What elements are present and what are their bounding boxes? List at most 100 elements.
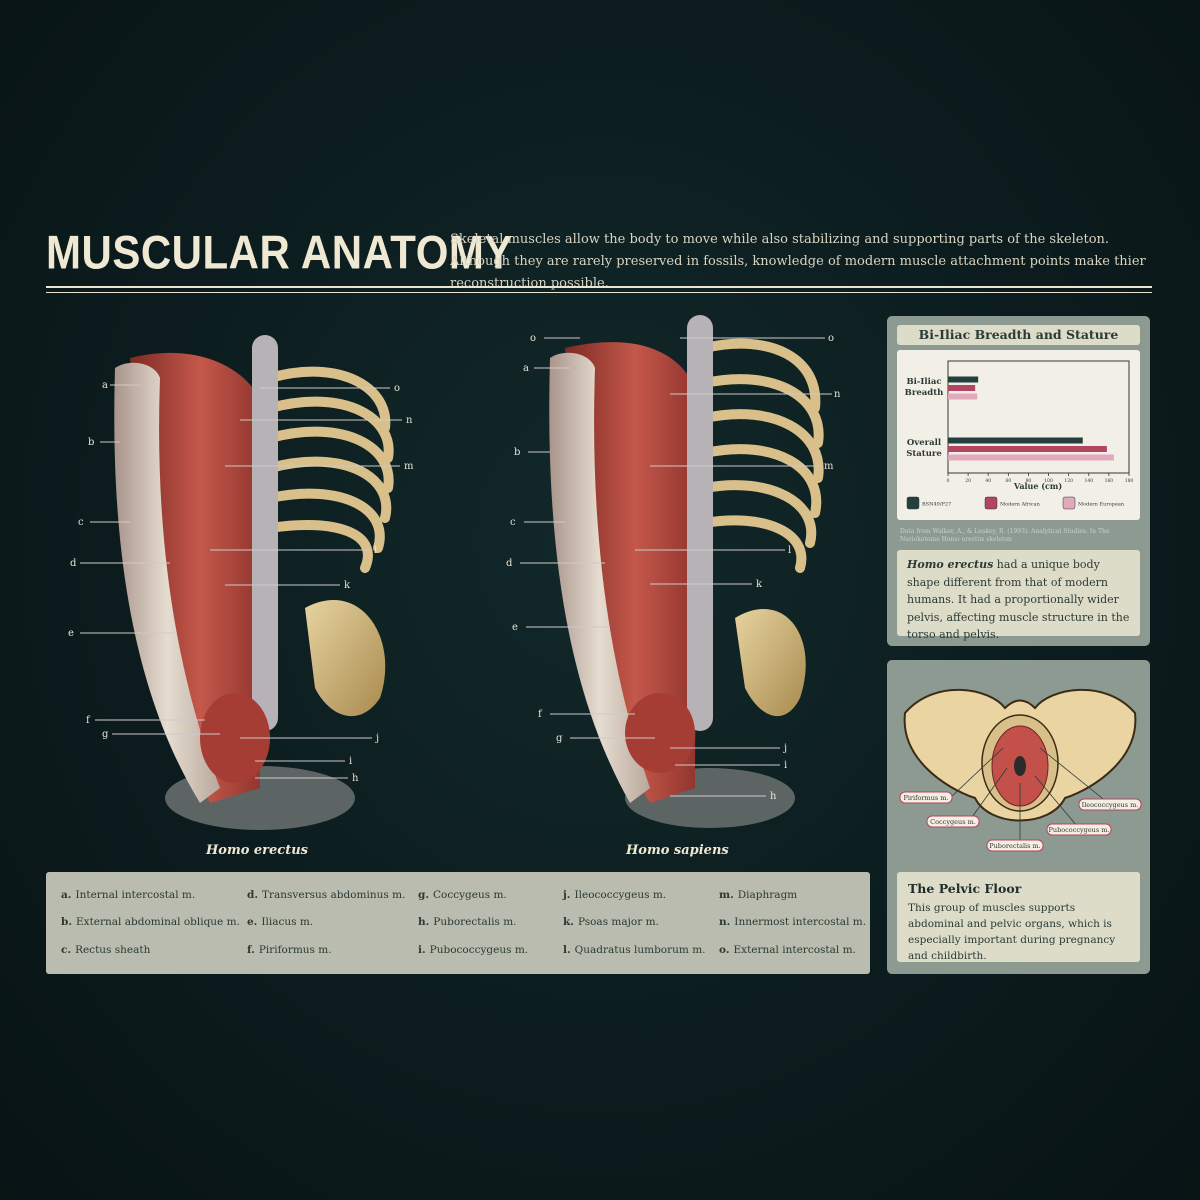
label-letter: k	[756, 579, 763, 590]
chart-title: Bi-Iliac Breadth and Stature	[897, 325, 1140, 345]
pelvic-label: Piriformus m.	[903, 794, 948, 802]
label-letter: b	[514, 447, 520, 458]
category-label: Overall	[907, 438, 942, 448]
erectus-note: Homo erectus had a unique body shape dif…	[897, 550, 1140, 641]
bar	[948, 437, 1083, 444]
label-letter: b	[88, 437, 94, 448]
legend-item-k: k.Psoas major m.	[563, 916, 659, 928]
pelvic-floor-illustration: Piriformus m. Coccygeus m. Puborectalis …	[895, 668, 1145, 867]
label-letter: a	[102, 380, 108, 391]
label-letter: o	[530, 333, 536, 344]
category-label: Stature	[906, 449, 942, 459]
legend-item-e: e.Iliacus m.	[247, 916, 314, 928]
homo-erectus-label: Homo erectus	[206, 843, 308, 858]
legend-item-j: j.Ileococcygeus m.	[563, 889, 667, 901]
iliac-bone	[305, 600, 386, 717]
pelvic-floor-title: The Pelvic Floor	[908, 881, 1022, 896]
legend-item-a: a.Internal intercostal m.	[61, 889, 196, 901]
header-rule-top	[46, 286, 1152, 288]
legend-item-o: o.External intercostal m.	[719, 944, 856, 956]
iliac-bone	[735, 609, 806, 717]
x-tick-label: 80	[1026, 478, 1032, 484]
bar	[948, 393, 978, 400]
pelvic-label: Puborectalis m.	[989, 842, 1041, 850]
label-letter: i	[784, 760, 787, 771]
legend-swatch	[1062, 496, 1076, 510]
label-letter: f	[538, 709, 543, 720]
label-letter: n	[834, 389, 841, 400]
label-letter: k	[344, 580, 351, 591]
label-letter: o	[828, 333, 834, 344]
bar	[948, 376, 979, 383]
rectus-sheath	[114, 362, 220, 803]
label-letter: g	[102, 729, 109, 740]
pelvic-floor-text-box: The Pelvic Floor This group of muscles s…	[897, 872, 1140, 962]
pelvic-label: Pubococcygeus m.	[1049, 826, 1110, 834]
label-letter: c	[78, 517, 84, 528]
legend-label: BSN49/P27	[922, 502, 951, 508]
bar	[948, 446, 1107, 452]
homo-sapiens-illustration: o a b c d e f g o n m l k j i h	[506, 315, 850, 838]
label-letter: l	[788, 545, 791, 556]
label-letter: h	[352, 773, 359, 784]
x-tick-label: 40	[985, 478, 991, 484]
legend-item-l: l.Quadratus lumborum m.	[563, 944, 706, 956]
label-letter: o	[394, 383, 400, 394]
x-tick-label: 0	[947, 478, 950, 484]
label-letters: o a b c d e f g o n m l k j i h	[506, 333, 841, 802]
homo-erectus-illustration: a b c d e f g o n m l k j i h	[60, 318, 420, 838]
legend-label: Modern African	[1000, 502, 1041, 508]
bar	[948, 454, 1114, 461]
category-label: Breadth	[905, 388, 944, 398]
label-leaders	[80, 384, 402, 779]
label-letter: f	[86, 715, 91, 726]
x-tick-label: 100	[1044, 478, 1053, 484]
legend-swatch	[906, 496, 920, 510]
chart-source: Data from Walker, A., & Leakey, R. (1993…	[900, 528, 1110, 543]
header-rule-bottom	[46, 292, 1152, 293]
pelvic-labels: Piriformus m. Coccygeus m. Puborectalis …	[899, 791, 1142, 852]
label-letter: l	[374, 545, 377, 556]
legend-item-c: c.Rectus sheath	[61, 944, 151, 956]
label-letter: j	[375, 733, 379, 744]
pelvic-floor-muscle	[200, 693, 270, 783]
abdominal-muscle	[130, 352, 271, 803]
label-letter: d	[70, 558, 77, 569]
label-letter: c	[510, 517, 516, 528]
legend-item-d: d.Transversus abdominus m.	[247, 889, 406, 901]
x-tick-label: 120	[1064, 478, 1073, 484]
pelvic-label: Ileococcygeus m.	[1082, 801, 1139, 809]
rib-cage	[265, 366, 394, 573]
legend-item-h: h.Puborectalis m.	[418, 916, 517, 928]
pelvic-floor-muscle	[625, 693, 695, 773]
erectus-note-emph: Homo erectus	[907, 558, 994, 571]
abdominal-muscle	[565, 342, 706, 803]
muscle-legend: a.Internal intercostal m. b.External abd…	[46, 872, 870, 974]
legend-item-i: i.Pubococcygeus m.	[418, 944, 529, 956]
bar	[948, 385, 976, 391]
label-letter: m	[404, 461, 414, 472]
label-letter: h	[770, 791, 777, 802]
legend-item-f: f.Piriformus m.	[247, 944, 332, 956]
plot-frame	[947, 360, 1130, 474]
legend-item-b: b.External abdominal oblique m.	[61, 916, 240, 928]
label-letter: n	[406, 415, 413, 426]
legend-item-n: n.Innermost intercostal m.	[719, 916, 867, 928]
pelvic-leaders	[949, 747, 1108, 840]
label-letter: m	[824, 461, 834, 472]
label-letter: e	[512, 622, 518, 633]
x-axis-label: Value (cm)	[1013, 481, 1063, 491]
pelvic-opening	[1014, 756, 1026, 776]
erectus-note-text: had a unique body shape different from t…	[907, 558, 1130, 641]
label-letter: i	[349, 756, 352, 767]
chart-legend: BSN49/P27 Modern African Modern European	[906, 496, 1125, 510]
label-letter: d	[506, 558, 513, 569]
x-tick-label: 60	[1005, 478, 1011, 484]
legend-item-m: m.Diaphragm	[719, 889, 798, 901]
legend-swatch	[984, 496, 998, 510]
legend-label: Modern European	[1078, 502, 1125, 508]
